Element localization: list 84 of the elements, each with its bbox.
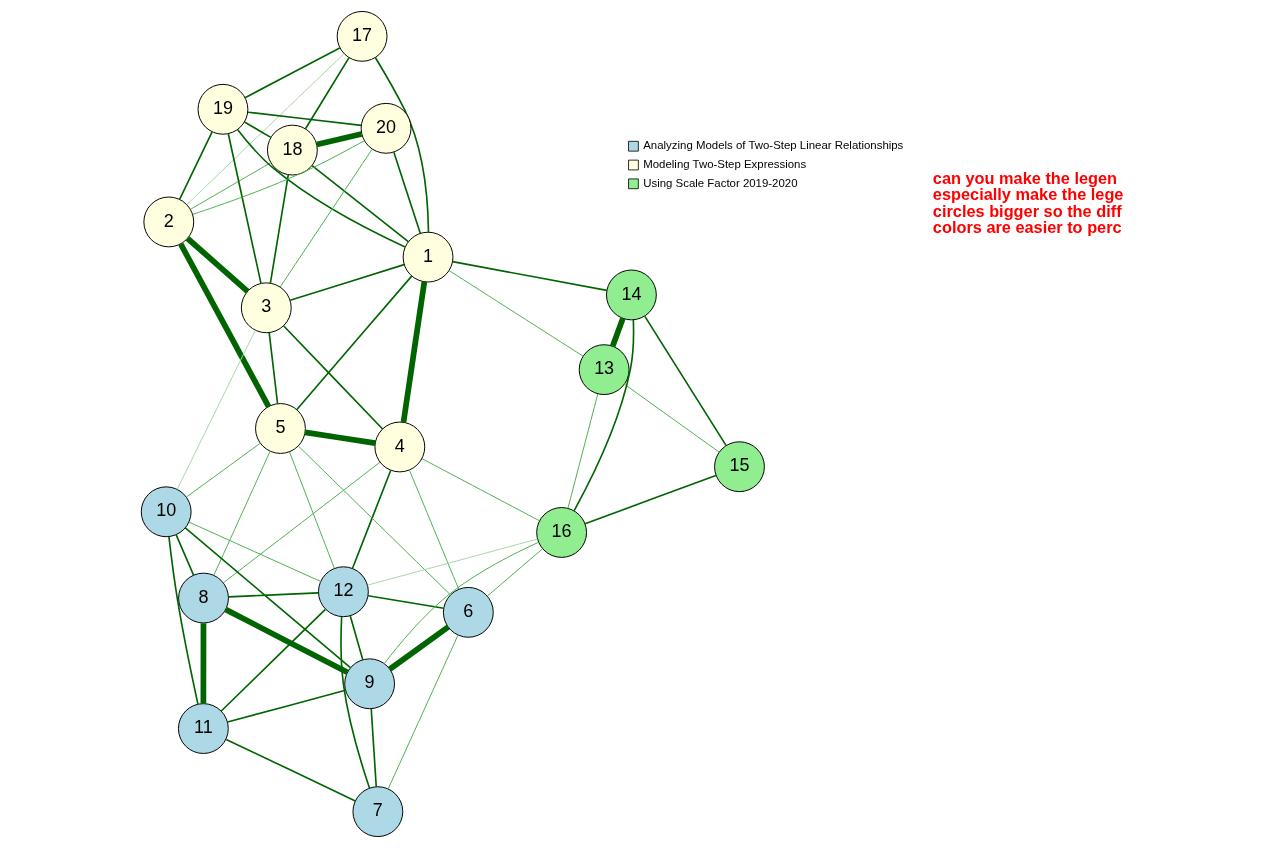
connector (351, 469, 392, 570)
connector (200, 623, 207, 704)
connector (400, 281, 428, 423)
connector (644, 315, 727, 447)
connector (370, 707, 378, 788)
node-circle: 5 (255, 403, 306, 454)
connector (176, 329, 256, 490)
connector (184, 527, 352, 669)
node-circle: 17 (336, 10, 388, 62)
connector (178, 242, 272, 408)
connector (584, 474, 717, 525)
connector (289, 451, 335, 569)
connector (175, 533, 195, 576)
connector (388, 624, 450, 672)
node-circle: 19 (197, 83, 249, 135)
connector (279, 148, 373, 288)
connector (298, 445, 451, 596)
connector (304, 429, 376, 446)
connector (374, 56, 430, 233)
node-circle: 12 (318, 566, 369, 618)
connector (222, 461, 381, 584)
connector (296, 275, 413, 411)
connector (243, 121, 272, 139)
connector (185, 236, 250, 294)
connector (268, 332, 279, 405)
connector (451, 260, 608, 292)
connector (567, 393, 599, 509)
node-circle: 7 (352, 786, 404, 838)
connector (225, 738, 357, 802)
connector (192, 140, 365, 215)
connector (304, 56, 350, 130)
connector (486, 548, 543, 597)
connector (226, 689, 347, 723)
connector (623, 383, 720, 453)
connector (340, 616, 371, 789)
connector (282, 325, 384, 430)
connector (227, 592, 320, 598)
legend-label: Analyzing Models of Two-Step Linear Relationships (643, 139, 904, 152)
connector (311, 164, 410, 243)
node-circle: 2 (143, 196, 195, 248)
connector (610, 317, 626, 347)
connector (220, 608, 327, 712)
node-circle: 20 (360, 102, 412, 154)
legend-label: Using Scale Factor 2019-2020 (643, 176, 798, 189)
connector (384, 541, 540, 664)
node-circle: 14 (606, 269, 657, 321)
connector (349, 615, 364, 661)
connector (244, 47, 341, 99)
legend-label: Modeling Two-Step Expressions (643, 158, 807, 171)
node-circle: 4 (374, 421, 426, 473)
node-circle: 6 (442, 586, 494, 638)
connector (387, 634, 459, 790)
connector (289, 263, 405, 302)
node-circle: 15 (714, 441, 765, 493)
connector (421, 458, 540, 522)
node-circle: 1 (402, 231, 454, 283)
connector (236, 128, 406, 248)
connector (393, 151, 422, 235)
node-circle: 9 (344, 658, 395, 710)
connector (269, 173, 290, 284)
connector (189, 162, 272, 210)
connector (224, 607, 349, 675)
connector (247, 111, 363, 127)
connector (573, 319, 635, 512)
connector (448, 270, 584, 357)
connector (409, 469, 460, 590)
connector (367, 595, 445, 610)
node-circle: 10 (140, 486, 192, 538)
connector (367, 538, 538, 586)
node-circle: 11 (177, 703, 229, 754)
connector (227, 133, 262, 285)
node-circle: 16 (536, 507, 587, 558)
connector (178, 131, 213, 201)
connector (168, 536, 199, 705)
node-circle: 3 (240, 282, 292, 334)
node-circle: 13 (578, 344, 630, 396)
connector (188, 521, 322, 582)
connector (186, 53, 345, 206)
connector (186, 442, 261, 498)
connector (316, 131, 363, 148)
node-circle: 8 (178, 572, 229, 624)
label: can you make the legen especially make the lege circles bigger so the diff colors are easier to perc (932, 168, 1124, 236)
node-circle: 18 (267, 124, 318, 176)
connector (213, 450, 271, 576)
